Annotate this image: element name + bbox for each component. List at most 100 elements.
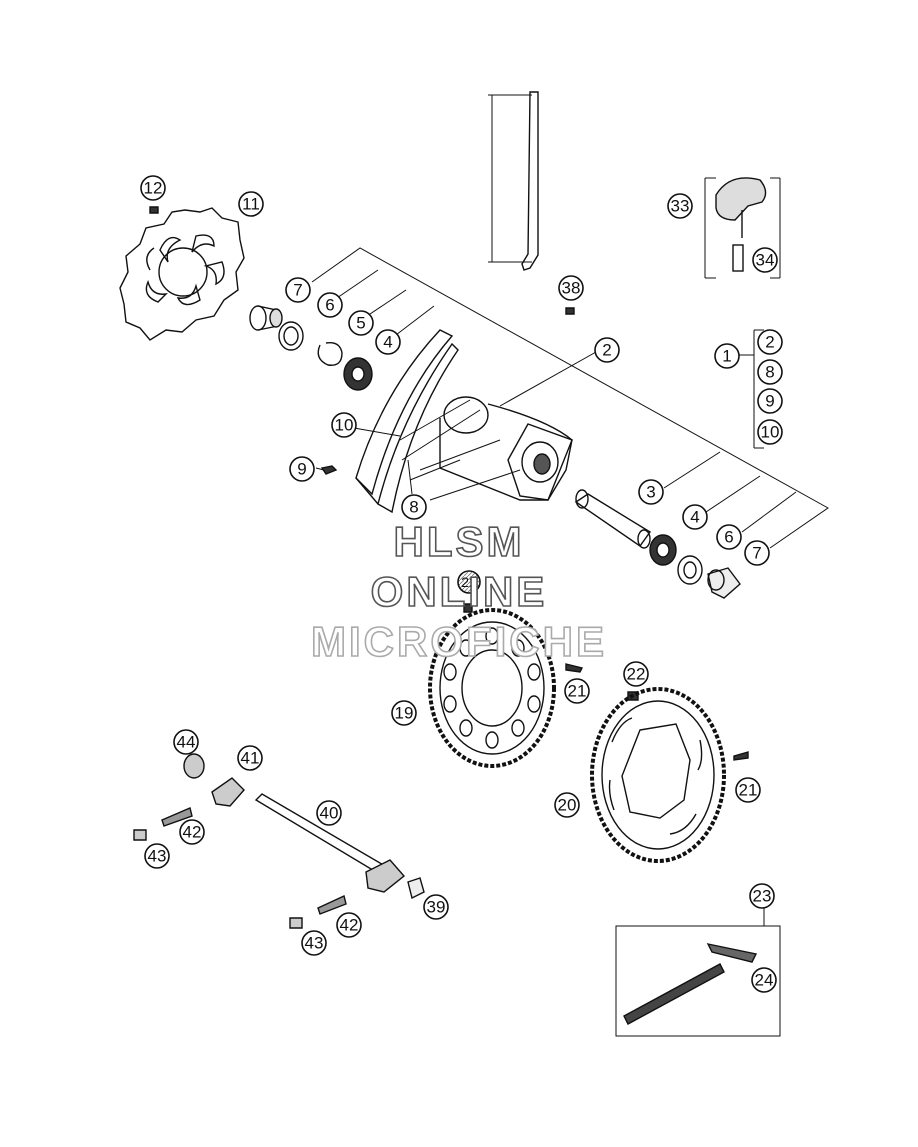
right-seal-part	[677, 555, 703, 585]
callout-34: 34	[752, 247, 778, 273]
svg-text:7: 7	[293, 281, 302, 300]
axle-part	[254, 793, 406, 893]
callout-41: 41	[237, 745, 263, 771]
callout-3: 3	[638, 479, 664, 505]
callout-2-kit: 2	[757, 329, 783, 355]
callout-12: 12	[140, 175, 166, 201]
svg-text:4: 4	[383, 333, 392, 352]
valve-part	[565, 307, 575, 315]
svg-text:1: 1	[722, 347, 731, 366]
svg-text:6: 6	[325, 296, 334, 315]
svg-text:33: 33	[671, 197, 690, 216]
callout-43-right: 43	[301, 930, 327, 956]
callout-22-lower: 22	[623, 661, 649, 687]
svg-text:20: 20	[558, 796, 577, 815]
callout-21-lower: 21	[735, 777, 761, 803]
rim-part	[355, 329, 459, 514]
callout-38: 38	[558, 275, 584, 301]
callout-10: 10	[331, 412, 357, 438]
spoke-nipple-part-box	[704, 177, 781, 279]
svg-text:23: 23	[753, 887, 772, 906]
reference-lines	[311, 247, 829, 549]
svg-text:42: 42	[340, 916, 359, 935]
seal-part	[278, 321, 304, 351]
svg-text:8: 8	[409, 498, 418, 517]
callout-43-left: 43	[144, 843, 170, 869]
svg-text:10: 10	[761, 423, 780, 442]
callout-33: 33	[667, 193, 693, 219]
hub-part	[399, 396, 573, 501]
callout-22-upper: 22	[457, 570, 481, 594]
disc-bolt-part	[149, 206, 159, 214]
right-bearing-part	[649, 534, 677, 566]
callout-6-right: 6	[716, 524, 742, 550]
callout-39: 39	[423, 894, 449, 920]
callout-5: 5	[348, 310, 374, 336]
svg-text:2: 2	[765, 333, 774, 352]
svg-text:10: 10	[335, 416, 354, 435]
svg-text:3: 3	[646, 483, 655, 502]
callout-24: 24	[751, 967, 777, 993]
callout-6-left: 6	[317, 292, 343, 318]
svg-text:40: 40	[320, 804, 339, 823]
callout-20: 20	[554, 792, 580, 818]
svg-text:41: 41	[241, 749, 260, 768]
right-spacer-part	[707, 567, 741, 599]
svg-text:43: 43	[148, 847, 167, 866]
svg-text:39: 39	[427, 898, 446, 917]
svg-text:43: 43	[305, 934, 324, 953]
callout-4-right: 4	[682, 504, 708, 530]
callout-1: 1	[714, 343, 740, 369]
bearing-part	[343, 357, 373, 391]
svg-text:42: 42	[183, 823, 202, 842]
svg-text:38: 38	[562, 279, 581, 298]
circlip-part	[317, 342, 343, 366]
svg-text:21: 21	[568, 682, 587, 701]
svg-text:8: 8	[765, 363, 774, 382]
svg-text:22: 22	[627, 665, 646, 684]
svg-text:21: 21	[739, 781, 758, 800]
brake-disc-part	[119, 207, 245, 341]
callout-19: 19	[391, 700, 417, 726]
callout-4-left: 4	[375, 329, 401, 355]
nipple-part	[320, 465, 338, 475]
chain-adjuster-part	[183, 753, 245, 807]
spoke-part	[488, 91, 539, 271]
sprocket-aluminium-part	[428, 608, 556, 768]
watermark-line-2: ONLINE	[370, 567, 548, 616]
svg-text:19: 19	[395, 704, 414, 723]
svg-text:4: 4	[690, 508, 699, 527]
svg-text:6: 6	[724, 528, 733, 547]
sprocket-steel-part	[590, 687, 726, 863]
callout-42-right: 42	[336, 912, 362, 938]
callout-42-left: 42	[179, 819, 205, 845]
callout-10-kit: 10	[757, 419, 783, 445]
callout-8-kit: 8	[757, 359, 783, 385]
callout-7-right: 7	[744, 540, 770, 566]
svg-text:34: 34	[756, 251, 775, 270]
callout-11: 11	[238, 191, 264, 217]
callout-21-upper: 21	[564, 678, 590, 704]
chain-part-box	[615, 904, 781, 1037]
callout-44: 44	[173, 729, 199, 755]
callout-2: 2	[594, 337, 620, 363]
callout-8: 8	[401, 494, 427, 520]
svg-text:22: 22	[461, 574, 477, 590]
svg-text:5: 5	[356, 314, 365, 333]
callout-23: 23	[749, 883, 775, 909]
axle-nut-part	[407, 877, 425, 900]
svg-text:12: 12	[144, 179, 163, 198]
left-spacer-part	[249, 305, 283, 331]
svg-text:44: 44	[177, 733, 196, 752]
svg-text:11: 11	[242, 195, 260, 214]
watermark-line-3: MICROFICHE	[310, 617, 607, 666]
svg-text:2: 2	[602, 341, 611, 360]
callout-9: 9	[289, 456, 315, 482]
adjuster-nut-part	[133, 829, 303, 929]
adjuster-screw-part	[161, 807, 347, 915]
callout-7-left: 7	[285, 277, 311, 303]
svg-text:24: 24	[755, 971, 774, 990]
callout-40: 40	[316, 800, 342, 826]
svg-text:9: 9	[297, 460, 306, 479]
